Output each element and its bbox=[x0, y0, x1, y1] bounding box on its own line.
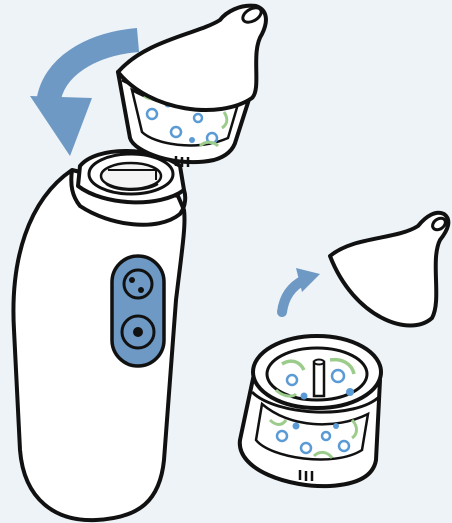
tip-with-filter-chamber bbox=[118, 5, 266, 167]
separated-filter-chamber bbox=[240, 336, 381, 486]
separated-tip bbox=[330, 213, 448, 326]
detach-arrow bbox=[282, 268, 320, 312]
power-button-upper bbox=[124, 270, 152, 298]
control-buttons bbox=[112, 256, 164, 366]
